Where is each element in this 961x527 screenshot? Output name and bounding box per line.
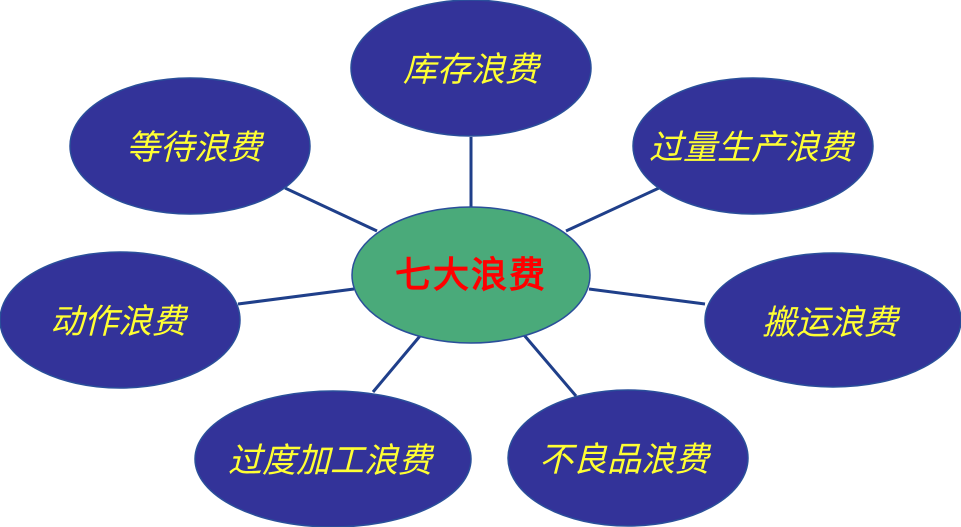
node-inventory: 库存浪费	[350, 0, 592, 137]
connector-overproduction	[565, 186, 660, 233]
node-motion-label: 动作浪费	[50, 302, 189, 342]
node-transportation-shape	[704, 252, 961, 388]
node-defects-label: 不良品浪费	[539, 440, 712, 480]
node-motion: 动作浪费	[0, 251, 241, 389]
node-transportation: 搬运浪费	[704, 252, 961, 388]
center-node: 七大浪费	[351, 206, 591, 344]
connector-waiting	[284, 186, 378, 233]
node-waiting: 等待浪费	[69, 77, 311, 215]
connector-overprocessing	[371, 335, 422, 393]
node-waiting-label: 等待浪费	[126, 128, 265, 168]
node-overproduction-shape	[632, 77, 874, 215]
node-motion-shape	[0, 251, 241, 389]
center-node-label: 七大浪费	[395, 254, 547, 296]
node-transportation-label: 搬运浪费	[762, 303, 901, 343]
node-defects-shape	[507, 389, 749, 527]
connector-motion	[237, 287, 355, 306]
connectors	[237, 137, 706, 397]
node-overprocessing-label: 过度加工浪费	[228, 441, 435, 481]
node-overprocessing: 过度加工浪费	[194, 390, 472, 527]
node-overproduction: 过量生产浪费	[632, 77, 874, 215]
node-inventory-shape	[350, 0, 592, 137]
center-node-shape	[351, 206, 591, 344]
node-overprocessing-shape	[194, 390, 472, 527]
node-inventory-label: 库存浪费	[403, 50, 542, 90]
connector-defects	[522, 334, 578, 397]
node-defects: 不良品浪费	[507, 389, 749, 527]
node-overproduction-label: 过量生产浪费	[649, 128, 856, 168]
connector-transportation	[588, 287, 706, 306]
node-waiting-shape	[69, 77, 311, 215]
